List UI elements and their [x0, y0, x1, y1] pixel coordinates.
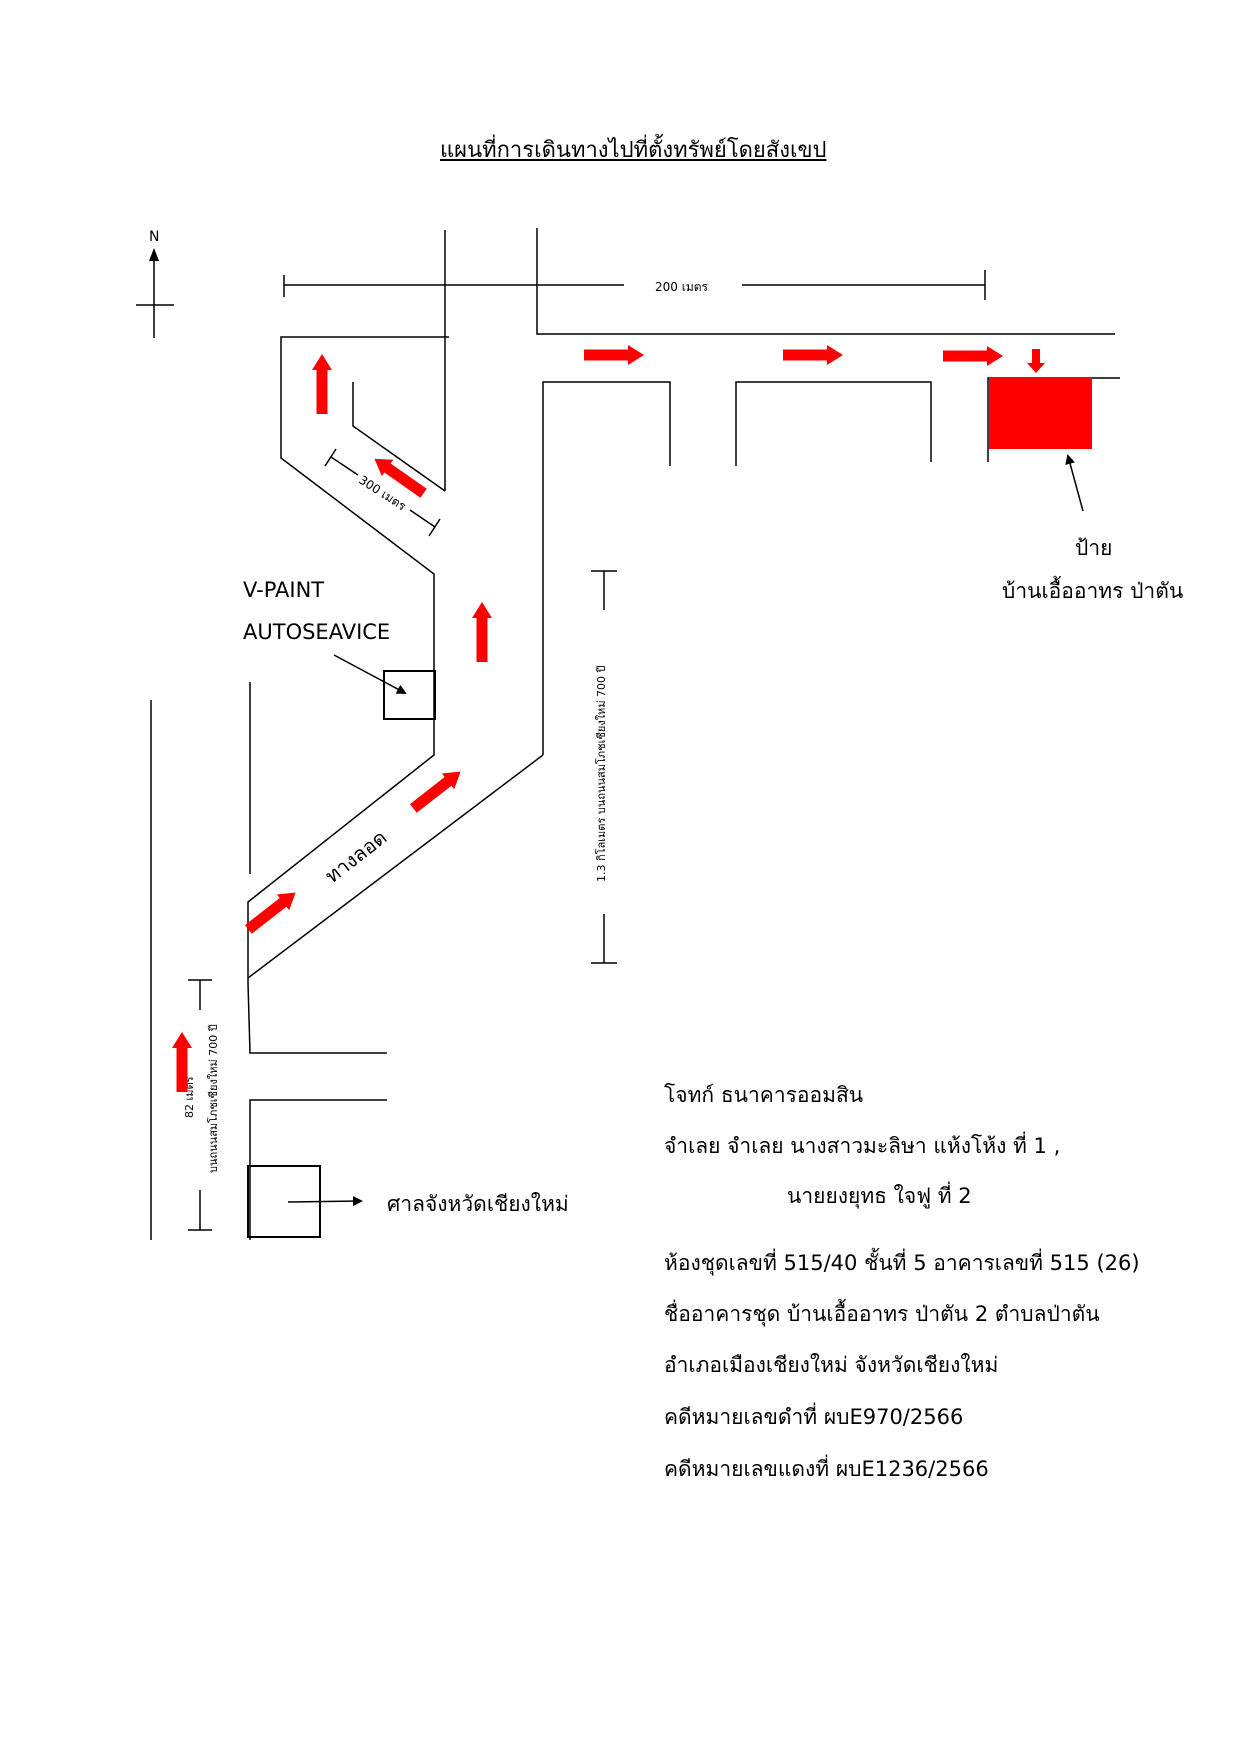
north-compass-icon: N — [136, 229, 174, 338]
distance-top-label: 200 เมตร — [655, 280, 709, 294]
distance-top — [283, 270, 986, 300]
route-arrow-up-main — [472, 602, 492, 662]
district-text: อำเภอเมืองเชียงใหม่ จังหวัดเชียงใหม่ — [664, 1353, 999, 1377]
route-arrow-east-2 — [783, 345, 843, 365]
road-main-west-edge — [542, 381, 671, 755]
plaintiff-text: โจทก์ ธนาคารออมสิน — [664, 1083, 864, 1107]
map-title: แผนที่การเดินทางไปที่ตั้งทรัพย์โดยสังเขป — [440, 138, 827, 163]
property-marker — [989, 377, 1092, 449]
road-underpass-edge — [247, 754, 544, 979]
v-paint-building — [383, 670, 436, 720]
defendant-text-1: จำเลย จำเลย นางสาวมะลิษา แห้งโห้ง ที่ 1 … — [664, 1134, 1061, 1158]
defendant-text-2: นายยงยุทธ ใจฟู ที่ 2 — [787, 1184, 972, 1208]
route-arrow-up-left — [312, 354, 332, 414]
unit-text: ห้องชุดเลขที่ 515/40 ชั้นที่ 5 อาคารเลขท… — [664, 1251, 1140, 1275]
distance-right-label: 1.3 กิโลเมตร บนถนนสมโภชเชียงใหม่ 700 ปี — [594, 665, 608, 882]
distance-right — [591, 570, 617, 964]
distance-diag — [324, 448, 441, 537]
distance-left — [188, 979, 212, 1231]
court-label: ศาลจังหวัดเชียงใหม่ — [387, 1192, 569, 1216]
roads — [150, 228, 1120, 1240]
sign-pointer-arrow — [1065, 454, 1084, 512]
route-arrow-down-property — [1027, 349, 1045, 373]
landmark-label-line2: AUTOSEAVICE — [243, 620, 391, 644]
route-arrow-diag-2 — [409, 771, 461, 813]
side-street — [735, 381, 932, 466]
road-court-street — [249, 1099, 387, 1240]
road-main-east-edge — [536, 228, 1115, 335]
compass-label: N — [149, 229, 159, 245]
route-arrow-nw — [374, 458, 427, 498]
landmark-label-line1: V-PAINT — [243, 578, 325, 602]
black-case-text: คดีหมายเลขดำที่ ผบE970/2566 — [664, 1405, 964, 1429]
road-loop-inner — [352, 382, 446, 492]
sign-label-line2: บ้านเอื้ออาทร ป่าตัน — [1002, 579, 1184, 603]
distance-left-road: บนถนนสมโภชเชียงใหม่ 700 ปี — [206, 1024, 220, 1173]
route-arrow-up-start — [172, 1032, 192, 1092]
route-arrow-east-3 — [943, 346, 1003, 366]
red-case-text: คดีหมายเลขแดงที่ ผบE1236/2566 — [664, 1457, 989, 1481]
route-arrow-diag-1 — [244, 892, 296, 934]
building-text: ชื่ออาคารชุด บ้านเอื้ออาทร ป่าตัน 2 ตำบล… — [664, 1302, 1100, 1326]
route-arrow-east-1 — [584, 345, 644, 365]
sign-label-line1: ป้าย — [1075, 536, 1113, 560]
route-arrows — [172, 345, 1045, 1092]
road-loop-outer — [247, 336, 449, 1054]
court-pointer-arrow — [287, 1196, 363, 1207]
v-paint-pointer-arrow — [333, 654, 407, 694]
